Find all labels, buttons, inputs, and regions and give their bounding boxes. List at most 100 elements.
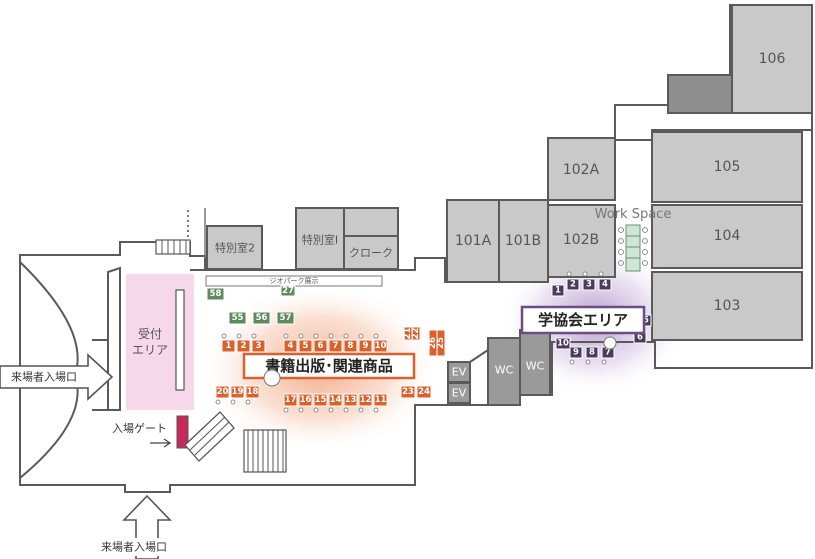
booth-purple-1-label: 1 [555, 286, 561, 296]
chair [236, 333, 242, 339]
booth-orange-7[interactable]: 7 [328, 339, 343, 353]
room-105[interactable] [651, 131, 803, 203]
chair [328, 333, 334, 339]
booth-orange-14-label: 14 [330, 395, 342, 405]
room-103-label: 103 [714, 298, 741, 314]
booth-orange-19-label: 19 [232, 387, 244, 397]
room-cloak[interactable] [343, 207, 399, 237]
booth-orange-24[interactable]: 24 [416, 385, 432, 399]
booth-purple-6-label: 6 [637, 333, 643, 343]
booth-orange-5-label: 5 [303, 341, 309, 351]
chair [601, 359, 607, 365]
booth-orange-20[interactable]: 20 [215, 385, 230, 399]
chair [358, 407, 364, 413]
booth-orange-1[interactable]: 1 [221, 339, 236, 353]
chair [283, 333, 289, 339]
booth-green-57[interactable]: 57 [276, 311, 295, 325]
room-102a[interactable] [547, 137, 616, 201]
booth-orange-5[interactable]: 5 [298, 339, 313, 353]
room-103[interactable] [651, 271, 803, 341]
booth-orange-23[interactable]: 23 [400, 385, 416, 399]
booth-orange-18[interactable]: 18 [245, 385, 260, 399]
booth-orange-12[interactable]: 12 [358, 393, 373, 407]
ev-top-label: EV [452, 366, 467, 379]
booth-purple-2[interactable]: 2 [566, 278, 580, 291]
booth-orange-15[interactable]: 15 [313, 393, 328, 407]
room-cloak-label: クローク [349, 247, 393, 260]
booth-orange-10-label: 10 [375, 341, 387, 351]
booth-orange-19[interactable]: 19 [230, 385, 245, 399]
booth-purple-3-label: 3 [586, 280, 592, 290]
booth-purple-10[interactable]: 10 [555, 337, 571, 350]
booth-orange-13-label: 13 [345, 395, 357, 405]
booth-orange-4-label: 4 [288, 341, 294, 351]
booth-purple-1[interactable]: 1 [551, 284, 565, 297]
booth-orange-6-label: 6 [318, 341, 324, 351]
entrance-bottom[interactable]: 来場者入場口 [88, 494, 180, 559]
booth-purple-9[interactable]: 9 [569, 346, 583, 359]
booth-orange-4[interactable]: 4 [283, 339, 298, 353]
room-106[interactable] [731, 4, 813, 114]
chair [569, 359, 575, 365]
entry-gate-arrow-icon [150, 438, 172, 448]
geopark-label: ジオパーク展示 [270, 277, 319, 285]
booth-green-27[interactable]: 27 [280, 285, 296, 297]
ev-bottom-label: EV [452, 387, 467, 400]
booth-purple-2-label: 2 [570, 280, 576, 290]
chair [566, 271, 572, 277]
corridor-small-room [469, 348, 489, 406]
chair [230, 399, 236, 405]
chair [283, 407, 289, 413]
booth-purple-4-label: 4 [602, 280, 608, 290]
entrance-left[interactable]: 来場者入場口 [0, 353, 114, 401]
books-round-table [263, 369, 281, 387]
booth-orange-9-label: 9 [363, 341, 369, 351]
booth-orange-3[interactable]: 3 [251, 339, 266, 353]
booth-purple-3[interactable]: 3 [582, 278, 596, 291]
booth-orange-16[interactable]: 16 [298, 393, 313, 407]
booth-orange-14[interactable]: 14 [328, 393, 343, 407]
booth-orange-21-label: 21 [403, 328, 413, 340]
room-101b[interactable] [498, 199, 549, 283]
booth-purple-8[interactable]: 8 [585, 346, 599, 359]
booth-orange-16-label: 16 [300, 395, 312, 405]
booth-green-56[interactable]: 56 [252, 311, 271, 325]
booth-green-58[interactable]: 58 [206, 287, 225, 301]
booth-orange-13[interactable]: 13 [343, 393, 358, 407]
booth-orange-11[interactable]: 11 [373, 393, 388, 407]
chair [343, 407, 349, 413]
booth-purple-5-label: 5 [643, 316, 649, 326]
booth-orange-8[interactable]: 8 [343, 339, 358, 353]
booth-orange-6[interactable]: 6 [313, 339, 328, 353]
booth-orange-22[interactable]: 22 [411, 326, 421, 341]
reception-counter [175, 289, 185, 391]
room-102b[interactable] [547, 204, 616, 278]
room-cloak-lower[interactable] [343, 235, 399, 270]
booth-purple-4[interactable]: 4 [598, 278, 612, 291]
chair [215, 399, 221, 405]
booth-orange-18-label: 18 [247, 387, 259, 397]
booth-orange-10[interactable]: 10 [373, 339, 388, 353]
booth-orange-17[interactable]: 17 [283, 393, 298, 407]
work-space[interactable] [618, 224, 648, 272]
society-banner[interactable] [520, 305, 646, 335]
booth-orange-2[interactable]: 2 [236, 339, 251, 353]
booth-orange-12-label: 12 [360, 395, 372, 405]
booth-orange-24-label: 24 [418, 387, 430, 397]
entry-gate[interactable] [176, 415, 189, 449]
booth-orange-26[interactable]: 26 [428, 329, 438, 357]
booth-green-27-label: 27 [282, 286, 294, 296]
room-special2[interactable] [206, 225, 263, 270]
escalator [184, 411, 235, 462]
booth-green-55[interactable]: 55 [228, 311, 247, 325]
room-101a[interactable] [446, 199, 500, 283]
ev-bottom[interactable] [447, 382, 471, 404]
booth-orange-20-label: 20 [217, 387, 229, 397]
booth-orange-9[interactable]: 9 [358, 339, 373, 353]
booth-purple-9-label: 9 [573, 348, 579, 358]
booth-orange-17-label: 17 [285, 395, 297, 405]
booth-orange-25-label: 25 [436, 337, 446, 349]
books-banner-label: 書籍出版･関連商品 [265, 357, 393, 375]
room-104[interactable] [651, 204, 803, 269]
booth-orange-7-label: 7 [333, 341, 339, 351]
